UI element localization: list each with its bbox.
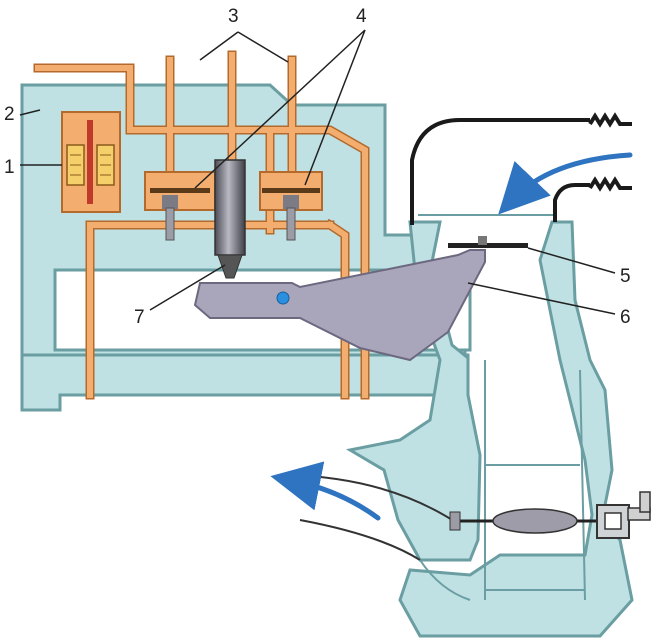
coil-block [61,111,121,213]
spring-coil-icon [588,112,632,128]
flow-arrow-icon [270,461,381,521]
callout-6: 6 [620,307,631,328]
throttle-valve [449,491,651,539]
sensor-wires [410,112,632,225]
plunger [214,159,246,279]
valve-block-left [144,171,216,241]
callout-2: 2 [4,104,15,125]
air-flow-disc [448,236,528,248]
fuel-channels [33,50,370,400]
callout-5: 5 [620,266,631,287]
intake-tube [345,214,634,638]
callout-1: 1 [4,157,15,178]
lever [193,249,486,362]
flow-arrow-icon [498,152,633,215]
pivot-dot-icon [276,291,290,305]
callout-4: 4 [356,6,367,27]
callout-3: 3 [228,6,239,27]
callout-7: 7 [134,307,145,328]
flow-arrows [270,152,633,521]
leader-lines [19,29,616,315]
valve-block-right [259,171,323,241]
